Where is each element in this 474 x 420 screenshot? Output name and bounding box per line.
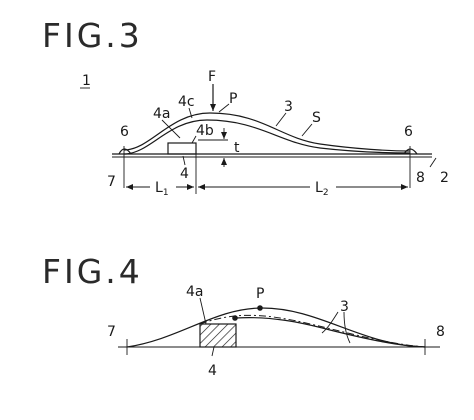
fig3-label-P: P bbox=[229, 91, 237, 107]
fig4-leader-3a bbox=[321, 311, 339, 334]
fig3-curve-inner bbox=[123, 119, 411, 155]
fig3-block-4 bbox=[167, 142, 197, 155]
fig3-leader-4 bbox=[182, 155, 186, 166]
fig4-point-inner bbox=[232, 315, 238, 321]
fig3-leader-4b bbox=[191, 135, 197, 144]
fig4-label-3: 3 bbox=[340, 299, 349, 315]
fig4-label-P: P bbox=[256, 286, 264, 302]
fig3-label-L1: L1 bbox=[155, 180, 169, 198]
fig3-label-6-right: 6 bbox=[404, 124, 413, 140]
fig3-label-4a: 4a bbox=[153, 106, 171, 122]
fig3-label-F: F bbox=[208, 69, 216, 85]
fig3-label-7: 7 bbox=[107, 174, 116, 190]
fig3-label-3: 3 bbox=[284, 99, 293, 115]
fig3-curve-outer bbox=[123, 112, 411, 152]
fig4-curve-dashed bbox=[199, 314, 426, 348]
fig3-label-t: t bbox=[234, 140, 240, 156]
fig4-leader-3b bbox=[343, 311, 351, 344]
fig4-leader-4a bbox=[199, 297, 207, 325]
fig3-label-S: S bbox=[312, 110, 321, 126]
fig3-label-L2: L2 bbox=[315, 180, 329, 198]
fig4-title: FIG.4 bbox=[42, 252, 143, 291]
fig3-label-4c: 4c bbox=[178, 94, 195, 110]
fig3-leader-4c bbox=[188, 107, 193, 119]
fig4-curve-lower bbox=[235, 317, 426, 348]
fig3-label-2: 2 bbox=[440, 170, 449, 186]
fig4-label-8: 8 bbox=[436, 324, 445, 340]
fig4-block-4 bbox=[199, 323, 237, 348]
fig3-leader-P bbox=[218, 103, 230, 113]
fig3-label-4: 4 bbox=[180, 166, 189, 182]
fig4-leader-4 bbox=[211, 346, 215, 357]
fig3-ref-1: 1 bbox=[82, 73, 91, 89]
fig3-leader-3 bbox=[275, 112, 287, 127]
fig3-label-4b: 4b bbox=[196, 123, 214, 139]
fig3-leader-4a bbox=[161, 119, 181, 139]
fig4-label-7: 7 bbox=[107, 324, 116, 340]
fig3-leader-2 bbox=[429, 157, 437, 168]
fig3-label-8: 8 bbox=[416, 170, 425, 186]
fig4-group: FIG.4 P 4a 3 7 8 4 bbox=[42, 252, 445, 379]
fig4-label-4a: 4a bbox=[186, 284, 204, 300]
fig3-title: FIG.3 bbox=[42, 16, 143, 55]
fig3-label-6-left: 6 bbox=[120, 124, 129, 140]
fig4-point-P bbox=[257, 305, 263, 311]
fig4-label-4: 4 bbox=[208, 363, 217, 379]
fig3-leader-S bbox=[301, 123, 313, 137]
fig3-group: FIG.3 1 bbox=[42, 16, 449, 198]
fig3-bump-left bbox=[118, 148, 132, 155]
